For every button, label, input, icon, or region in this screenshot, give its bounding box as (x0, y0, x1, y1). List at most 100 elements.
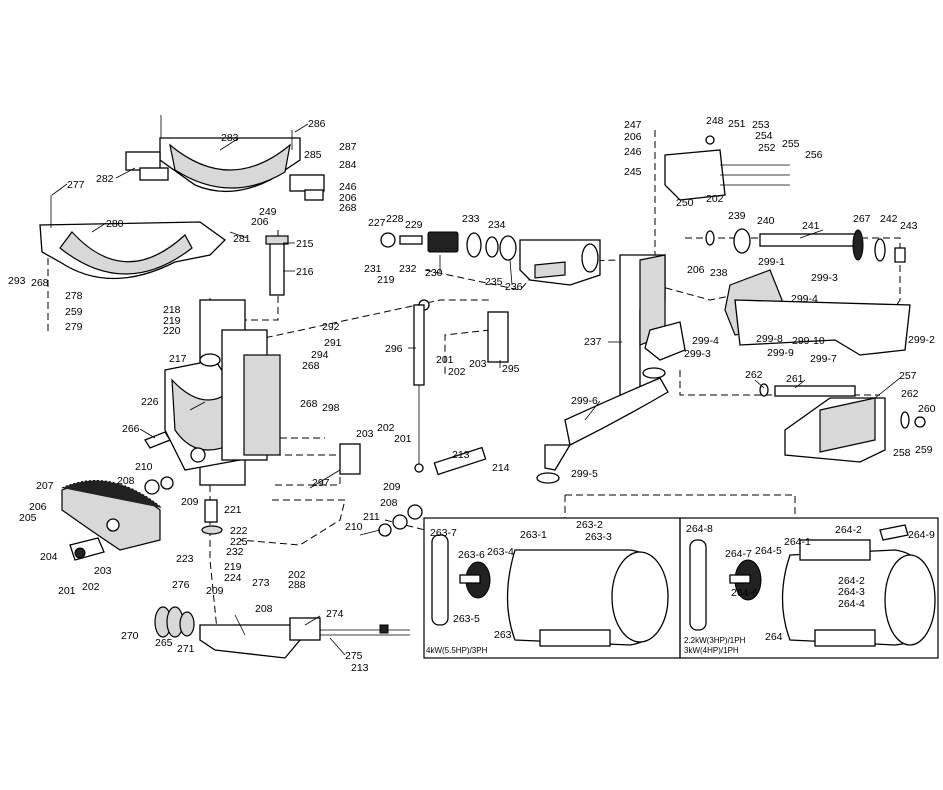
part-label: 291 (324, 337, 342, 349)
part-label: 262 (901, 388, 919, 400)
part-label: 202 (448, 366, 466, 378)
part-label: 209 (383, 481, 401, 493)
tilt-gear-sector (61, 476, 174, 561)
part-label: 236 (505, 281, 523, 293)
part-label: 202 (706, 193, 724, 205)
part-label: 268 (31, 277, 49, 289)
part-label: 207 (36, 480, 54, 492)
part-label: 203 (469, 358, 487, 370)
part-label: 271 (177, 643, 195, 655)
part-label: 211 (363, 511, 380, 523)
part-label: 230 (425, 267, 443, 279)
part-label: 222 (230, 525, 248, 537)
part-label: 206 (29, 501, 47, 513)
part-label: 203 (94, 565, 112, 577)
part-label: 268 (300, 398, 318, 410)
part-label: 213 (452, 449, 470, 461)
part-label: 299-4 (692, 335, 719, 347)
part-label: 246 (624, 146, 642, 158)
part-label: 249 (259, 206, 277, 218)
motor-1ph-box (679, 517, 939, 659)
part-label: 264-9 (908, 529, 935, 541)
part-label: 264-1 (784, 536, 811, 548)
part-label: 264-3 (838, 586, 865, 598)
trunnion-base (759, 383, 926, 463)
part-label: 293 (8, 275, 26, 287)
part-label: 210 (135, 461, 153, 473)
part-label: 281 (233, 233, 251, 245)
part-label: 299-4 (791, 293, 818, 305)
part-label: 224 (224, 572, 242, 584)
part-label: 213 (351, 662, 369, 674)
part-label: 260 (918, 403, 936, 415)
part-label: 245 (624, 166, 642, 178)
blade-guard-assembly (39, 115, 325, 280)
part-label: 241 (802, 220, 820, 232)
part-label: 266 (122, 423, 140, 435)
part-label: 209 (181, 496, 199, 508)
part-label: 264-7 (725, 548, 752, 560)
motor-mount-assembly (380, 231, 601, 286)
part-label: 296 (385, 343, 403, 355)
part-label: 277 (67, 179, 85, 191)
part-label: 218 (163, 304, 181, 316)
part-label: 259 (915, 444, 933, 456)
part-label: 255 (782, 138, 800, 150)
part-label: 262 (745, 369, 763, 381)
part-label: 297 (312, 477, 330, 489)
part-label: 299-2 (908, 334, 935, 346)
leader-lines (51, 123, 901, 656)
part-label: 210 (345, 521, 363, 533)
part-label: 223 (176, 553, 194, 565)
gas-strut (339, 299, 509, 537)
part-label: 263-1 (520, 529, 547, 541)
part-label: 204 (40, 551, 58, 563)
part-label: 248 (706, 115, 724, 127)
part-label: 250 (676, 197, 694, 209)
part-label: 264-8 (686, 523, 713, 535)
part-label: 264-2 (835, 524, 862, 536)
part-label: 292 (322, 321, 340, 333)
column-assembly (144, 235, 289, 535)
part-label: 227 (368, 217, 386, 229)
arbor-shaft (705, 228, 906, 263)
part-label: 273 (252, 577, 270, 589)
part-label: 299-7 (810, 353, 837, 365)
part-label: 299-6 (571, 395, 598, 407)
part-label: 263-7 (430, 527, 457, 539)
motor-1ph-labels: 264-8 264-7 264-5 264-1 264-2 264-9 264-… (684, 523, 935, 655)
part-label: 264-4 (838, 598, 865, 610)
part-label: 216 (296, 266, 314, 278)
part-label: 202 (82, 581, 100, 593)
part-label: 263 (494, 629, 512, 641)
part-label: 220 (163, 325, 181, 337)
part-label: 299-8 (756, 333, 783, 345)
part-label: 205 (19, 512, 37, 524)
part-label: 268 (339, 202, 357, 214)
part-label: 209 (206, 585, 224, 597)
part-label: 208 (380, 497, 398, 509)
part-label: 219 (377, 274, 395, 286)
motor-spec-caption: 4kW(5.5HP)/3PH (426, 646, 488, 655)
part-label: 233 (462, 213, 480, 225)
part-label: 275 (345, 650, 363, 662)
part-label: 263-3 (585, 531, 612, 543)
part-label: 268 (302, 360, 320, 372)
part-label: 215 (296, 238, 314, 250)
part-label: 263-2 (576, 519, 603, 531)
part-label: 246 (339, 181, 357, 193)
part-label: 225 (230, 536, 248, 548)
part-label: 229 (405, 219, 423, 231)
part-label: 299-1 (758, 256, 785, 268)
part-label: 217 (169, 353, 187, 365)
part-label: 247 (624, 119, 642, 131)
part-label: 226 (141, 396, 159, 408)
part-label: 235 (485, 276, 503, 288)
part-label: 251 (728, 118, 746, 130)
part-label: 294 (311, 349, 329, 361)
motor-spec-caption: 2.2kW(3HP)/1PH (684, 636, 746, 645)
part-label: 278 (65, 290, 83, 302)
part-label: 299-3 (684, 348, 711, 360)
part-label: 295 (502, 363, 520, 375)
part-label: 237 (584, 336, 602, 348)
